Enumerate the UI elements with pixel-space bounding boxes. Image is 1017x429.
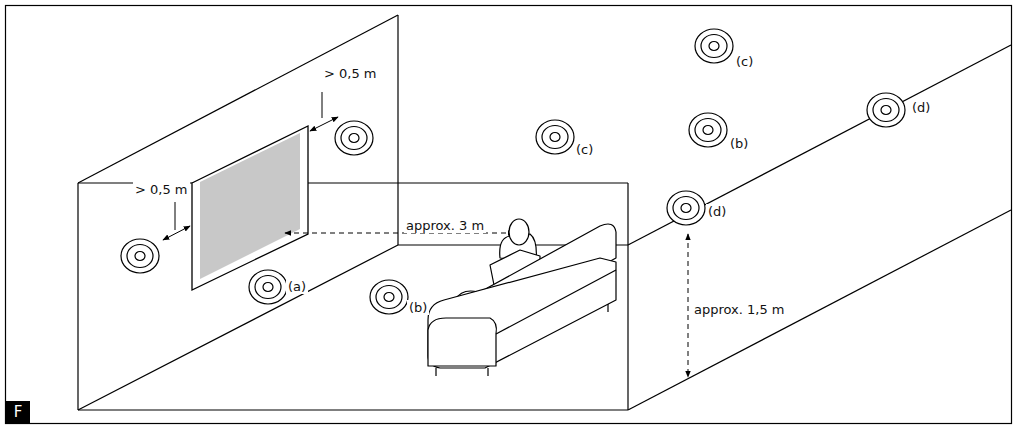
dimension-label: > 0,5 m (322, 66, 379, 81)
speaker-symbol (689, 113, 727, 147)
speaker-symbol (867, 93, 905, 127)
callout-letter: (b) (728, 136, 750, 151)
speaker-symbol (121, 239, 159, 273)
tv-screen (192, 126, 308, 290)
callout-letter: (d) (910, 100, 932, 115)
dimension-label: approx. 1,5 m (692, 302, 787, 317)
speakers (121, 29, 905, 314)
dimension-lines (163, 92, 688, 377)
dimension-label: > 0,5 m (133, 182, 190, 197)
figure-letter: F (14, 404, 23, 421)
callout-letter: (b) (407, 300, 429, 315)
speaker-symbol (370, 280, 408, 314)
frame (6, 6, 1012, 424)
dimension-label: approx. 3 m (404, 218, 486, 233)
room-outline (6, 6, 1012, 424)
speaker-symbol (536, 120, 574, 154)
callout-letter: (d) (706, 204, 728, 219)
figure-letter-box: F (6, 401, 30, 424)
speaker-symbol (335, 121, 373, 155)
callout-letter: (c) (734, 54, 755, 69)
sofa-with-person (428, 219, 616, 376)
speaker-symbol (667, 191, 705, 225)
callout-letter: (c) (574, 142, 595, 157)
speaker-symbol (249, 270, 287, 304)
speaker-symbol (695, 29, 733, 63)
callout-letter: (a) (286, 279, 308, 294)
